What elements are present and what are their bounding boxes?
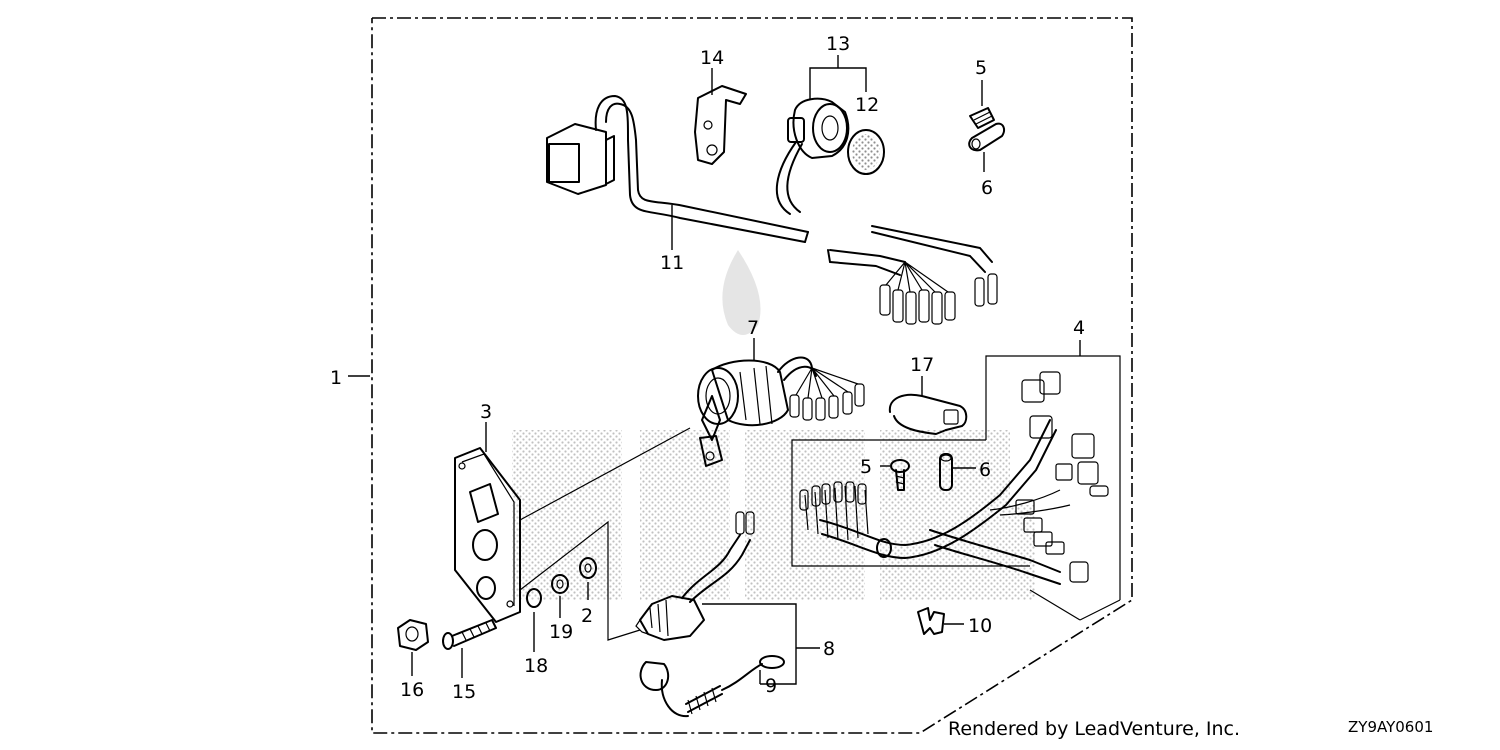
callout-1: 1 <box>330 367 342 389</box>
part-5-screw-top <box>969 80 995 129</box>
part-6-sleeve-inner <box>939 453 976 491</box>
credit-text: Rendered by LeadVenture, Inc. <box>948 718 1241 740</box>
part-14-bracket <box>694 68 747 165</box>
callout-17: 17 <box>910 354 934 376</box>
part-18-washer <box>526 588 542 652</box>
callout-13: 13 <box>826 33 850 55</box>
part-8-stop-switch <box>635 511 755 641</box>
part-15-bolt <box>442 619 497 678</box>
part-13-buzzer <box>775 97 850 215</box>
callout-14: 14 <box>700 47 724 69</box>
assembly-boundary <box>371 17 1133 734</box>
callout-labels: 1 2 3 4 5 5 6 6 7 8 9 10 11 12 13 14 15 … <box>330 33 1085 703</box>
part-12-cap <box>847 129 885 175</box>
part-16-nut <box>397 619 429 676</box>
callout-18: 18 <box>524 655 548 677</box>
part-11-harness <box>546 95 998 325</box>
part-19-washer <box>551 574 569 618</box>
part-9-lanyard <box>639 655 785 718</box>
callout-16: 16 <box>400 679 424 701</box>
callout-9: 9 <box>765 675 777 697</box>
part-17-clamp <box>888 376 968 435</box>
callout-8: 8 <box>823 638 835 660</box>
callout-6-inner: 6 <box>979 459 991 481</box>
part-4-main-harness <box>799 371 1109 585</box>
watermark <box>512 250 1035 600</box>
callout-3: 3 <box>480 401 492 423</box>
part-7-ignition-switch <box>697 338 865 467</box>
callout-6-top: 6 <box>981 177 993 199</box>
callout-5-inner: 5 <box>860 456 872 478</box>
part-3-panel <box>454 422 521 623</box>
callout-4: 4 <box>1073 317 1085 339</box>
callout-10: 10 <box>968 615 992 637</box>
callout-5-top: 5 <box>975 57 987 79</box>
callout-19: 19 <box>549 621 573 643</box>
part-10-clip <box>917 607 964 635</box>
callout-15: 15 <box>452 681 476 703</box>
callout-7: 7 <box>747 317 759 339</box>
part-5-screw-inner <box>880 459 910 491</box>
callout-2: 2 <box>581 605 593 627</box>
part-2-nut <box>579 557 597 600</box>
callout-11: 11 <box>660 252 684 274</box>
diagram-code: ZY9AY0601 <box>1348 718 1434 736</box>
part-6-sleeve-top <box>968 122 1005 172</box>
callout-12: 12 <box>855 94 879 116</box>
